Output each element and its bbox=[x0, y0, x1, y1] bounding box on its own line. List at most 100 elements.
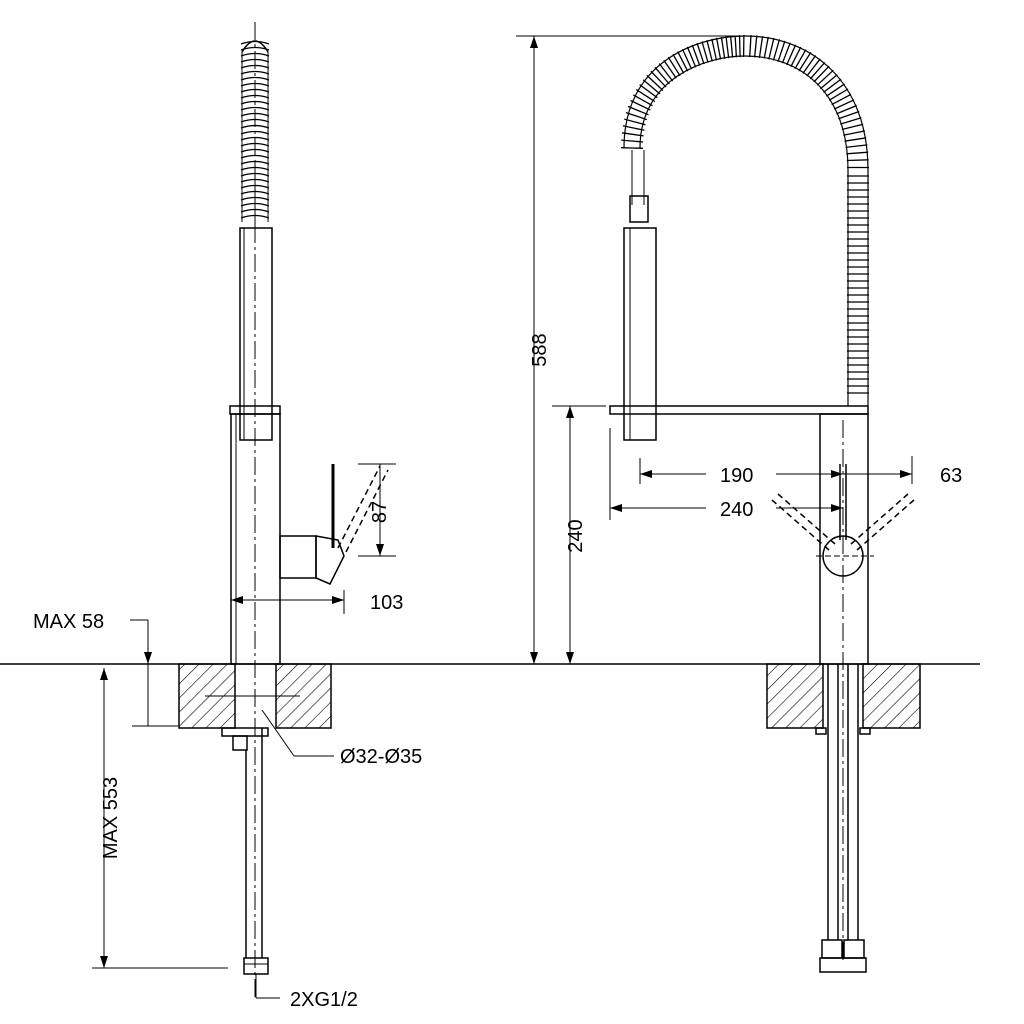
spring-coil bbox=[686, 46, 697, 68]
spring-coil bbox=[836, 104, 857, 115]
front-lever-dashed-right bbox=[850, 493, 909, 545]
spring-coil bbox=[846, 159, 869, 162]
spring-coil bbox=[758, 36, 764, 58]
front-connector-right bbox=[843, 939, 865, 959]
spring-coil bbox=[768, 37, 775, 60]
spring-coil bbox=[819, 74, 838, 90]
label-connection: 2XG1/2 bbox=[290, 989, 358, 1011]
label-reach-190: 190 bbox=[720, 465, 753, 487]
spring-coil bbox=[240, 100, 270, 105]
spring-coil bbox=[781, 42, 791, 64]
label-lever-87: 87 bbox=[369, 501, 391, 523]
spring-coil bbox=[696, 42, 705, 65]
side-lever-stem bbox=[279, 535, 317, 579]
spring-coil bbox=[790, 46, 802, 67]
spring-coil bbox=[240, 106, 270, 111]
front-spring-outer bbox=[623, 35, 869, 406]
spring-coil bbox=[240, 40, 270, 45]
front-lever-dashed-left bbox=[777, 493, 836, 545]
spring-coil bbox=[798, 52, 812, 72]
spring-coil bbox=[621, 132, 644, 137]
side-arrowheads bbox=[100, 544, 384, 968]
spring-coil bbox=[843, 130, 866, 136]
label-spout-height-240: 240 bbox=[565, 519, 587, 552]
spring-coil bbox=[772, 39, 781, 61]
spring-coil bbox=[841, 123, 864, 131]
spring-coil bbox=[639, 84, 658, 99]
spring-coil bbox=[625, 111, 648, 121]
spring-coil bbox=[802, 55, 817, 74]
front-spring-inner bbox=[639, 55, 849, 406]
label-reach-240: 240 bbox=[720, 499, 753, 521]
spring-coil bbox=[725, 36, 730, 59]
spring-coil bbox=[701, 41, 709, 63]
spring-coil bbox=[663, 59, 677, 79]
front-spray-body bbox=[623, 227, 657, 441]
spring-coil bbox=[621, 139, 644, 143]
label-hole-diameter: Ø32-Ø35 bbox=[340, 746, 422, 768]
spring-coil bbox=[833, 99, 855, 110]
spring-coil bbox=[823, 78, 842, 93]
spring-coil bbox=[846, 151, 869, 155]
spring-coil bbox=[630, 99, 651, 111]
spring-coil bbox=[658, 63, 674, 82]
side-nut bbox=[221, 727, 269, 737]
side-connector bbox=[243, 957, 269, 975]
spring-coil bbox=[632, 94, 653, 107]
spring-coil bbox=[646, 74, 664, 91]
spring-coil bbox=[706, 40, 713, 62]
spring-coil bbox=[681, 48, 693, 70]
spring-coil bbox=[654, 66, 670, 85]
front-view bbox=[609, 34, 921, 973]
spring-coil bbox=[828, 88, 849, 101]
front-connector-left bbox=[821, 939, 843, 959]
label-total-height-588: 588 bbox=[529, 333, 551, 366]
spring-coil bbox=[777, 40, 786, 63]
spring-coil bbox=[763, 36, 769, 59]
spring-coil bbox=[672, 53, 685, 74]
label-offset-63: 63 bbox=[940, 465, 962, 487]
side-spray-body bbox=[239, 227, 273, 441]
spring-coil bbox=[826, 83, 845, 97]
front-spout-bar bbox=[609, 405, 869, 415]
spring-coil bbox=[667, 56, 681, 77]
side-view bbox=[178, 40, 389, 975]
side-spring bbox=[240, 40, 270, 225]
spring-coil bbox=[240, 46, 270, 51]
label-max-553: MAX 553 bbox=[100, 777, 122, 859]
spring-coil bbox=[840, 117, 862, 125]
spring-coil bbox=[838, 110, 860, 120]
side-lever-dashed bbox=[337, 465, 381, 549]
spring-coil bbox=[720, 36, 726, 59]
spring-coil bbox=[786, 44, 797, 66]
label-max-58: MAX 58 bbox=[33, 611, 104, 633]
spring-coil bbox=[642, 79, 661, 95]
spring-coil bbox=[240, 70, 270, 75]
spring-coil bbox=[844, 137, 867, 142]
spring-coil bbox=[240, 136, 270, 141]
spring-coil bbox=[749, 35, 752, 58]
spring-coil bbox=[627, 105, 649, 116]
front-arrowheads bbox=[530, 36, 912, 664]
spring-coil bbox=[711, 38, 718, 61]
front-dimensions bbox=[516, 35, 913, 664]
spring-coil bbox=[809, 61, 826, 80]
spring-coil bbox=[831, 93, 852, 106]
spring-coil bbox=[635, 89, 656, 103]
spring-coil bbox=[806, 58, 821, 77]
spring-coil bbox=[677, 51, 689, 72]
side-dimensions bbox=[92, 463, 396, 999]
spring-coil bbox=[624, 118, 646, 126]
spring-coil bbox=[816, 69, 834, 86]
label-lever-103: 103 bbox=[370, 592, 403, 614]
spring-coil bbox=[729, 35, 734, 58]
spring-coil bbox=[715, 37, 722, 60]
spring-coil bbox=[734, 35, 738, 58]
front-counter-block-right bbox=[862, 663, 921, 729]
spring-coil bbox=[738, 35, 741, 58]
spring-coil bbox=[622, 125, 645, 131]
spring-coil bbox=[650, 70, 667, 88]
spring-coil bbox=[753, 35, 758, 58]
spring-coil bbox=[240, 76, 270, 81]
